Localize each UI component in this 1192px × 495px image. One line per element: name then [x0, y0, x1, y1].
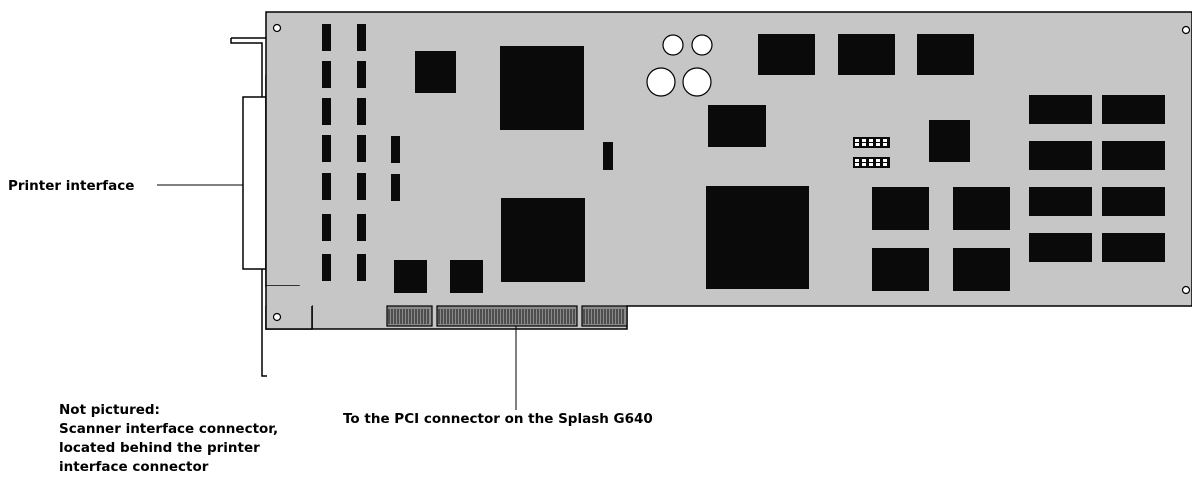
memory-chip [1029, 141, 1092, 170]
capacitor [691, 34, 713, 56]
mounting-holes [272, 23, 1191, 322]
chip [953, 187, 1010, 230]
memory-chip [1102, 141, 1165, 170]
not-pictured-heading: Not pictured: [59, 402, 160, 418]
pci-edge-connector [386, 305, 628, 327]
memory-chip [1029, 233, 1092, 262]
chip [953, 248, 1010, 291]
memory-chip [1102, 233, 1165, 262]
not-pictured-note: Not pictured: Scanner interface connecto… [59, 401, 278, 477]
chip [708, 105, 766, 147]
printer-interface-label: Printer interface [8, 178, 135, 194]
chip [872, 248, 929, 291]
capacitor [682, 67, 712, 97]
chip [394, 260, 427, 293]
chip [838, 34, 895, 75]
chip [929, 120, 970, 162]
not-pictured-line: interface connector [59, 459, 209, 475]
board-lower-left-tab [266, 286, 312, 329]
memory-chip [1029, 95, 1092, 124]
chip [872, 187, 929, 230]
processor-chip [501, 198, 585, 282]
capacitor [662, 34, 684, 56]
not-pictured-line: Scanner interface connector, [59, 421, 279, 437]
memory-chip [1029, 187, 1092, 216]
mounting-hole [272, 312, 282, 322]
processor-chip [500, 46, 584, 130]
chip [917, 34, 974, 75]
mounting-hole [272, 23, 282, 33]
processor-chip [706, 186, 809, 289]
small-chip-columns [322, 24, 613, 281]
not-pictured-line: located behind the printer [59, 440, 260, 456]
chip [450, 260, 483, 293]
capacitor [646, 67, 676, 97]
mounting-hole [1181, 25, 1191, 35]
pci-connector-label: To the PCI connector on the Splash G640 [343, 411, 653, 427]
mounting-hole [1181, 285, 1191, 295]
chips [394, 34, 1165, 293]
memory-chip [1102, 95, 1165, 124]
mounting-bracket [230, 37, 267, 377]
chip [758, 34, 815, 75]
chip [415, 51, 456, 93]
jumper-blocks [853, 137, 890, 168]
capacitors [646, 34, 713, 97]
memory-chip [1102, 187, 1165, 216]
